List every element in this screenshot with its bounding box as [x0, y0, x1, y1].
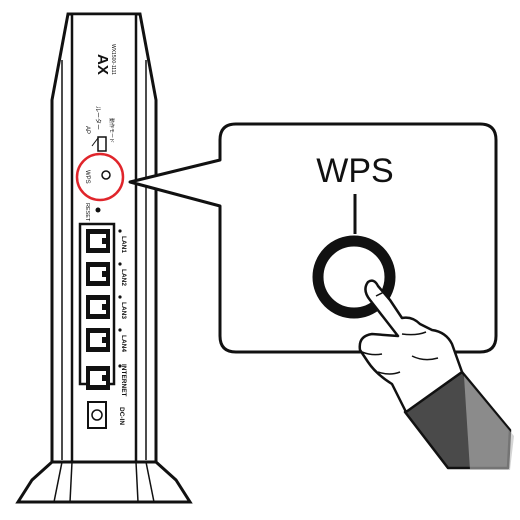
- lan3-led: [118, 295, 122, 299]
- lan1-port[interactable]: [86, 229, 110, 253]
- model-logo: AX: [94, 54, 111, 75]
- mode-switch[interactable]: [97, 136, 107, 152]
- internet-label: INTERNET: [120, 364, 127, 397]
- lan3-label: LAN3: [120, 302, 127, 319]
- wps-label: WPS: [84, 170, 90, 184]
- stand-rib-2: [145, 461, 155, 503]
- lan4-label: LAN4: [120, 335, 127, 352]
- reset-hole[interactable]: [95, 207, 101, 213]
- callout-bubble: [128, 122, 498, 354]
- lan1-led: [118, 229, 122, 233]
- lan3-port[interactable]: [86, 295, 110, 319]
- callout-title: WPS: [316, 152, 393, 190]
- hand-knuckle-1: [375, 291, 385, 297]
- internet-port[interactable]: [86, 366, 110, 390]
- dcin-jack-hole: [91, 409, 103, 421]
- lan2-port[interactable]: [86, 262, 110, 286]
- callout: WPS: [128, 122, 498, 354]
- switch-label-router: ルーター: [94, 106, 102, 130]
- lan4-port[interactable]: [86, 328, 110, 352]
- lan1-label: LAN1: [120, 236, 127, 253]
- router-stand: [15, 460, 193, 504]
- hand-body: [358, 279, 464, 414]
- switch-label-mode: 動作モード: [108, 118, 115, 143]
- hand-knuckle-3: [377, 371, 401, 375]
- hand-knuckle-4: [401, 331, 427, 336]
- internet-led: [118, 364, 122, 368]
- wps-highlight-ring: [75, 152, 125, 202]
- stand-rib-3: [69, 461, 73, 503]
- reset-label: RESET: [84, 203, 90, 222]
- hand-shadow: [464, 376, 514, 470]
- pressing-hand: [358, 279, 514, 470]
- switch-leader: [91, 137, 99, 147]
- router: AX WX1500-1111 AP ルーター 動作モード WPS RESET L…: [15, 12, 193, 504]
- wps-button[interactable]: [101, 170, 111, 180]
- switch-label-ap: AP: [84, 126, 90, 134]
- hand-knuckle-5: [411, 355, 439, 361]
- hand-knuckle-2: [361, 351, 383, 356]
- lan4-led: [118, 328, 122, 332]
- lan2-label: LAN2: [120, 269, 127, 286]
- dcin-label: DC-IN: [118, 407, 125, 425]
- stand-rib-4: [135, 461, 139, 503]
- stand-rib-1: [53, 461, 63, 503]
- model-sublabel: WX1500-1111: [110, 44, 116, 75]
- lan2-led: [118, 262, 122, 266]
